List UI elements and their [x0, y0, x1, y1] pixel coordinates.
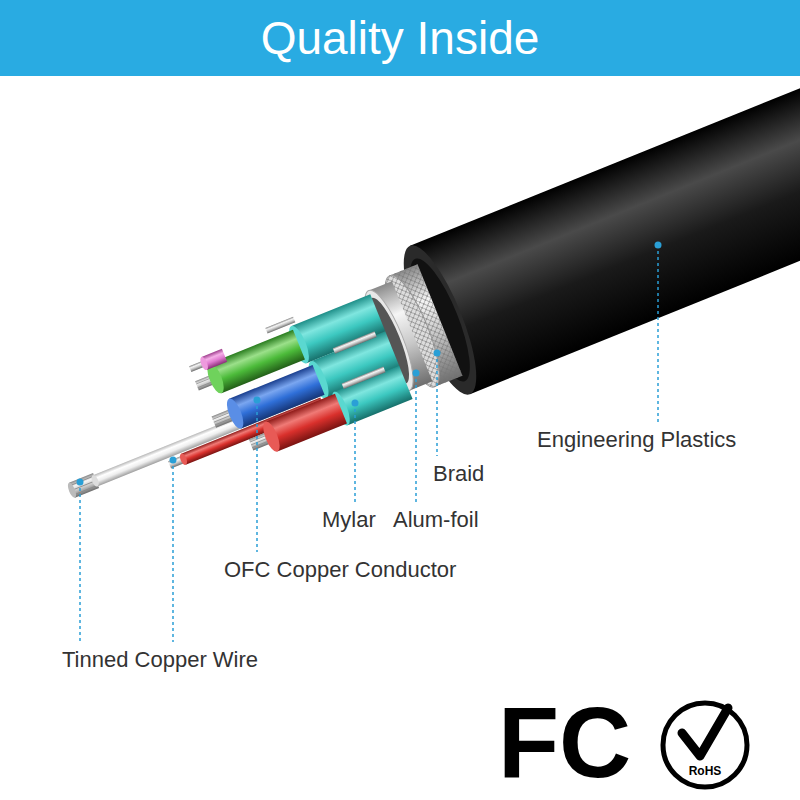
- part-label: Mylar: [322, 508, 376, 532]
- certification-mark: FC: [498, 692, 631, 792]
- cable-drawing: [32, 21, 800, 547]
- certification-mark: RoHS: [689, 765, 722, 778]
- title-banner: [0, 0, 800, 76]
- part-label: Braid: [433, 462, 484, 486]
- part-label: OFC Copper Conductor: [224, 558, 456, 582]
- part-label: Tinned Copper Wire: [62, 648, 258, 672]
- page-title: Quality Inside: [0, 0, 800, 76]
- part-label: Alum-foil: [393, 508, 479, 532]
- check-mark: [682, 708, 728, 756]
- rohs-circle: [663, 703, 747, 787]
- part-label: Engineering Plastics: [537, 428, 736, 452]
